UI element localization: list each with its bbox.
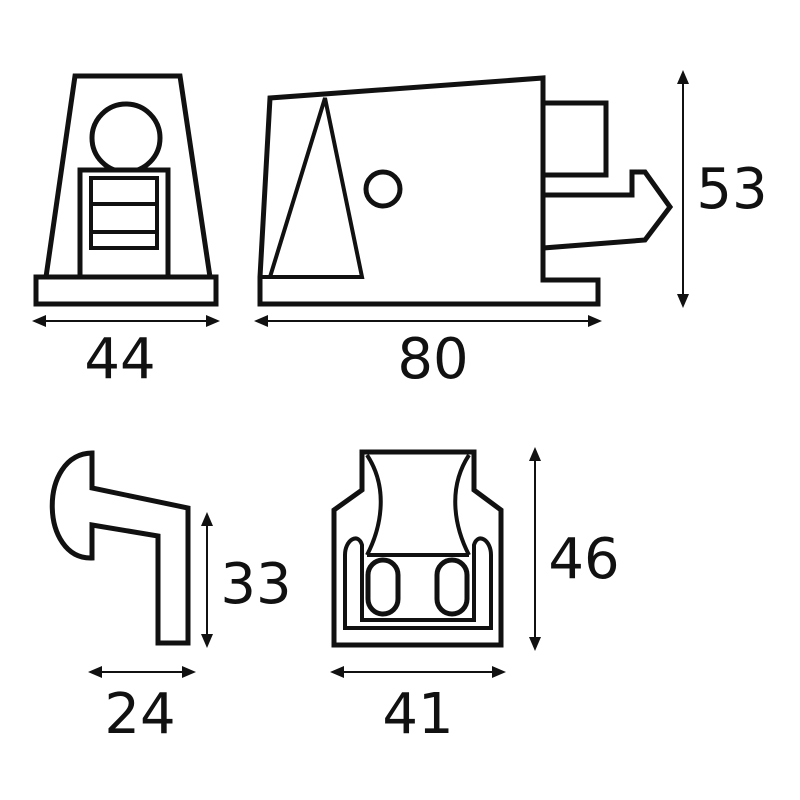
dim-arrow bbox=[677, 294, 689, 308]
dim-catch-height: 33 bbox=[201, 512, 292, 648]
dim-label-catch-width: 24 bbox=[104, 682, 175, 747]
dim-arrow bbox=[254, 315, 268, 327]
dim-catch-width: 24 bbox=[88, 666, 196, 747]
dim-arrow bbox=[88, 666, 102, 678]
dim-plate-width: 41 bbox=[330, 666, 506, 747]
strike-plate-screw-slot bbox=[434, 557, 470, 617]
front-view-knob bbox=[89, 101, 163, 175]
dim-label-front-width: 44 bbox=[84, 327, 155, 392]
dim-side-width: 80 bbox=[254, 315, 602, 392]
dim-front-width: 44 bbox=[32, 315, 220, 392]
dim-side-height: 53 bbox=[677, 70, 768, 308]
side-view-body bbox=[257, 75, 601, 307]
dim-arrow bbox=[182, 666, 196, 678]
dim-arrow bbox=[529, 637, 541, 651]
dim-arrow bbox=[32, 315, 46, 327]
dim-arrow bbox=[529, 447, 541, 461]
catch-hook bbox=[49, 450, 191, 646]
dim-arrow bbox=[677, 70, 689, 84]
strike-plate-edge bbox=[365, 453, 383, 556]
side-view bbox=[257, 75, 674, 307]
side-view-latch-tongue bbox=[540, 169, 674, 251]
side-view-bolt bbox=[540, 100, 609, 178]
dim-arrow bbox=[492, 666, 506, 678]
strike-plate bbox=[331, 449, 504, 648]
dim-arrow bbox=[201, 512, 213, 526]
dim-label-side-height: 53 bbox=[696, 157, 767, 222]
dim-arrow bbox=[201, 634, 213, 648]
dim-arrow bbox=[206, 315, 220, 327]
strike-plate-edge bbox=[453, 453, 471, 556]
strike-plate-recess bbox=[343, 536, 493, 630]
strike-plate-screw-slot bbox=[365, 557, 401, 617]
dim-label-plate-height: 46 bbox=[548, 527, 619, 592]
dim-label-side-width: 80 bbox=[397, 327, 468, 392]
dim-label-catch-height: 33 bbox=[220, 552, 291, 617]
dim-arrow bbox=[330, 666, 344, 678]
front-view-base bbox=[33, 274, 219, 307]
catch-profile bbox=[49, 450, 191, 646]
front-view-slot bbox=[77, 167, 171, 280]
side-view-screw-hole bbox=[363, 169, 403, 209]
front-view-slot-inner bbox=[89, 176, 159, 250]
dim-label-plate-width: 41 bbox=[382, 682, 453, 747]
front-view bbox=[33, 73, 219, 307]
dim-plate-height: 46 bbox=[529, 447, 620, 651]
dim-arrow bbox=[588, 315, 602, 327]
